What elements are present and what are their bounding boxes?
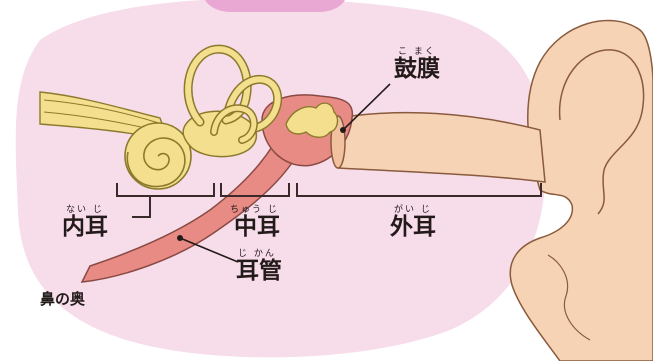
back-of-nose-label: 鼻の奥 xyxy=(40,292,85,307)
tube-leader-dot xyxy=(177,235,183,241)
top-tab xyxy=(205,0,345,12)
background-blob xyxy=(16,0,546,357)
eustachian-tube-label: 耳管 xyxy=(236,260,282,283)
eardrum-leader-dot xyxy=(340,127,346,133)
inner-ear-label: 内耳 xyxy=(62,216,108,239)
middle-ear-label: 中耳 xyxy=(234,216,280,239)
outer-ear-label: 外耳 xyxy=(390,216,436,239)
eardrum-label: 鼓膜 xyxy=(394,58,440,81)
